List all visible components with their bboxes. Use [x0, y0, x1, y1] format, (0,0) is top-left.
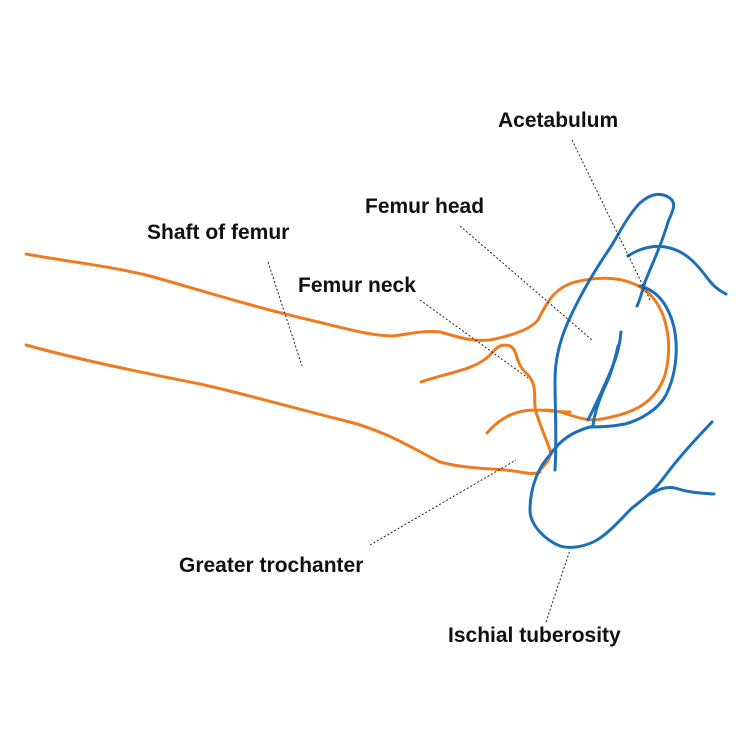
- pelvis-outline: [528, 192, 728, 549]
- greater-trochanter-curve: [485, 408, 572, 435]
- label-femur-head: Femur head: [365, 195, 484, 218]
- femur-outline: [24, 252, 671, 475]
- label-ischial-tuberosity: Ischial tuberosity: [448, 624, 621, 647]
- label-greater-trochanter: Greater trochanter: [179, 554, 363, 577]
- iliac-crest-curve: [626, 244, 728, 296]
- pubic-ramus-line: [648, 486, 716, 496]
- ilium-outer-line: [588, 284, 678, 429]
- ischium-body-outline: [528, 420, 714, 549]
- acetabulum-posterior-curve: [591, 344, 620, 427]
- acetabulum-inner-curve: [586, 330, 623, 422]
- ischial-tuberosity-leader-line: [545, 549, 571, 623]
- acetabulum-leader-line: [571, 139, 651, 301]
- label-shaft-of-femur: Shaft of femur: [147, 221, 289, 244]
- femur-head-leader-line: [459, 225, 593, 341]
- femur-neck-curve: [419, 343, 552, 472]
- leader-lines: [267, 139, 651, 623]
- anatomy-labels: Acetabulum Femur head Shaft of femur Fem…: [147, 109, 621, 647]
- femur-shaft-upper-edge: [24, 252, 540, 342]
- label-acetabulum: Acetabulum: [498, 109, 618, 132]
- label-femur-neck: Femur neck: [298, 274, 416, 297]
- greater-trochanter-leader-line: [369, 459, 517, 546]
- ilium-upper-contour: [553, 192, 676, 472]
- femur-shaft-lower-edge: [24, 343, 542, 475]
